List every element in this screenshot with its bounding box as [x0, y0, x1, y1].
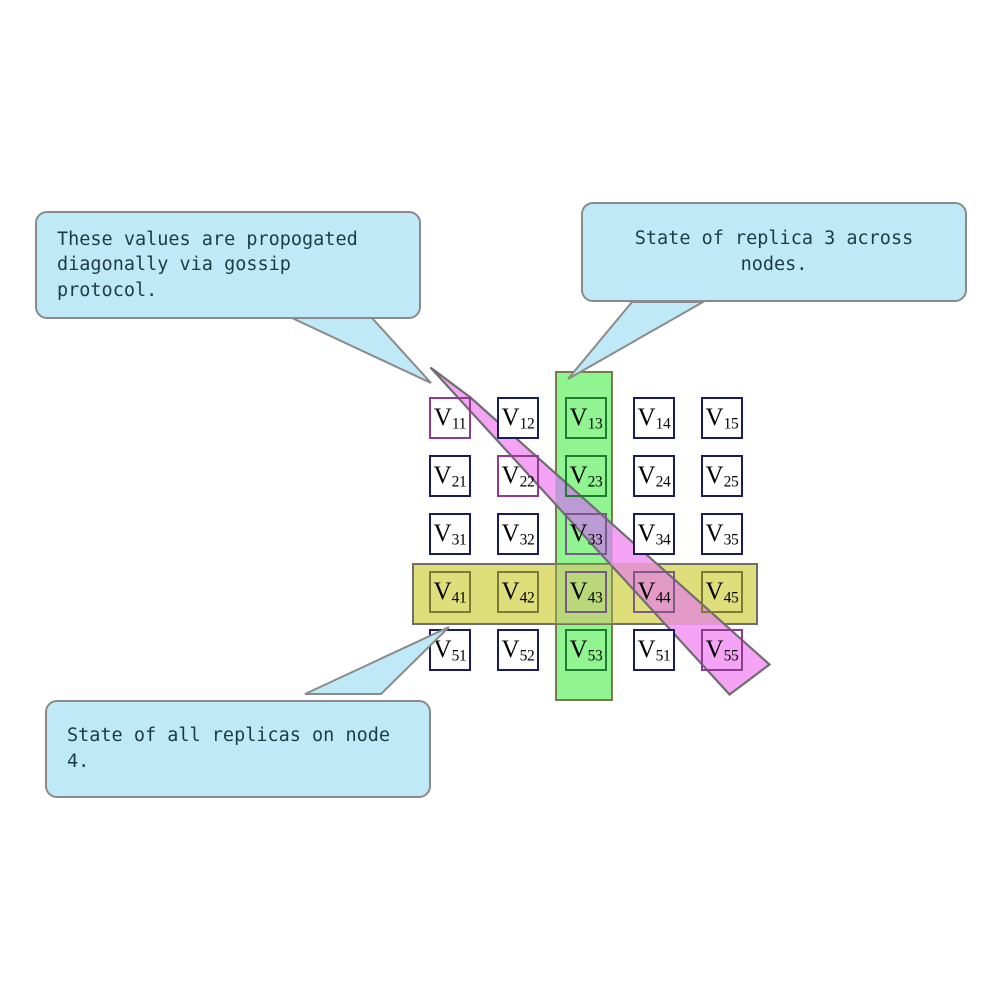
value-cell-label: V32: [501, 519, 535, 548]
value-cell-label: V15: [705, 403, 739, 432]
value-cell-v21[interactable]: V21: [429, 455, 471, 497]
overlap-diagonal-row: [608, 564, 726, 624]
value-cell-v24[interactable]: V24: [633, 455, 675, 497]
callout-replica-3[interactable]: State of replica 3 across nodes.: [581, 202, 967, 302]
value-cell-subscript: 52: [519, 646, 535, 664]
value-cell-subscript: 22: [519, 472, 535, 490]
value-cell-subscript: 42: [519, 588, 535, 606]
callout-replica-text: State of replica 3 across nodes.: [634, 228, 914, 275]
value-cell-label: V12: [501, 403, 535, 432]
value-cell-subscript: 43: [587, 588, 603, 606]
value-cell-subscript: 45: [723, 588, 739, 606]
value-cell-subscript: 14: [655, 414, 671, 432]
value-cell-label: V42: [501, 577, 535, 606]
value-cell-v42[interactable]: V42: [497, 571, 539, 613]
value-cell-subscript: 15: [723, 414, 739, 432]
value-cell-v45[interactable]: V45: [701, 571, 743, 613]
value-cell-label: V24: [637, 461, 671, 490]
value-cell-v11[interactable]: V11: [429, 397, 471, 439]
overlap-triple: [610, 564, 612, 566]
value-cell-v22[interactable]: V22: [497, 455, 539, 497]
value-cell-v25[interactable]: V25: [701, 455, 743, 497]
value-cell-v35[interactable]: V35: [701, 513, 743, 555]
value-cell-subscript: 12: [519, 414, 535, 432]
value-cell-subscript: 21: [451, 472, 467, 490]
value-cell-label: V25: [705, 461, 739, 490]
value-cell-label: V35: [705, 519, 739, 548]
value-cell-v23[interactable]: V23: [565, 455, 607, 497]
value-cell-subscript: 44: [655, 588, 671, 606]
callout-gossip-text: These values are propogated diagonally v…: [57, 228, 358, 301]
value-cell-label: V51: [637, 635, 671, 664]
value-cell-label: V55: [705, 635, 739, 664]
value-cell-label: V21: [433, 461, 467, 490]
value-cell-subscript: 25: [723, 472, 739, 490]
callout-node-text: State of all replicas on node 4.: [67, 725, 391, 772]
callout-tail-node: [304, 626, 450, 695]
value-cell-label: V41: [433, 577, 467, 606]
value-cell-v12[interactable]: V12: [497, 397, 539, 439]
value-cell-v53[interactable]: V53: [565, 629, 607, 671]
value-cell-subscript: 33: [587, 530, 603, 548]
value-cell-v15[interactable]: V15: [701, 397, 743, 439]
value-cell-v32[interactable]: V32: [497, 513, 539, 555]
value-cell-label: V34: [637, 519, 671, 548]
value-cell-subscript: 53: [587, 646, 603, 664]
value-cell-label: V43: [569, 577, 603, 606]
value-cell-v34[interactable]: V34: [633, 513, 675, 555]
value-cell-label: V11: [433, 403, 467, 432]
callout-tail-replica: [567, 301, 707, 380]
value-cell-label: V14: [637, 403, 671, 432]
value-cell-subscript: 35: [723, 530, 739, 548]
callout-node-4[interactable]: State of all replicas on node 4.: [45, 700, 431, 798]
value-cell-label: V33: [569, 519, 603, 548]
value-cell-label: V44: [637, 577, 671, 606]
value-cell-v14[interactable]: V14: [633, 397, 675, 439]
value-cell-subscript: 51: [655, 646, 671, 664]
value-cell-subscript: 34: [655, 530, 671, 548]
value-cell-subscript: 55: [723, 646, 739, 664]
value-cell-subscript: 13: [587, 414, 603, 432]
value-cell-subscript: 32: [519, 530, 535, 548]
value-cell-subscript: 31: [451, 530, 467, 548]
value-cell-label: V22: [501, 461, 535, 490]
value-cell-v41[interactable]: V41: [429, 571, 471, 613]
value-cell-label: V53: [569, 635, 603, 664]
value-cell-v52[interactable]: V52: [497, 629, 539, 671]
callout-tail-gossip: [291, 317, 432, 384]
value-cell-subscript: 23: [587, 472, 603, 490]
value-cell-label: V13: [569, 403, 603, 432]
callout-gossip-protocol[interactable]: These values are propogated diagonally v…: [35, 211, 421, 319]
value-cell-subscript: 24: [655, 472, 671, 490]
value-cell-label: V51: [433, 635, 467, 664]
value-cell-subscript: 41: [451, 588, 467, 606]
value-cell-subscript: 51: [451, 646, 467, 664]
value-cell-v33[interactable]: V33: [565, 513, 607, 555]
value-cell-subscript: 11: [451, 414, 467, 432]
value-cell-v44[interactable]: V44: [633, 571, 675, 613]
value-cell-label: V23: [569, 461, 603, 490]
value-cell-v31[interactable]: V31: [429, 513, 471, 555]
value-cell-label: V31: [433, 519, 467, 548]
value-cell-v55[interactable]: V55: [701, 629, 743, 671]
value-cell-v43[interactable]: V43: [565, 571, 607, 613]
value-cell-v13[interactable]: V13: [565, 397, 607, 439]
value-cell-v51[interactable]: V51: [633, 629, 675, 671]
value-cell-label: V52: [501, 635, 535, 664]
value-cell-label: V45: [705, 577, 739, 606]
